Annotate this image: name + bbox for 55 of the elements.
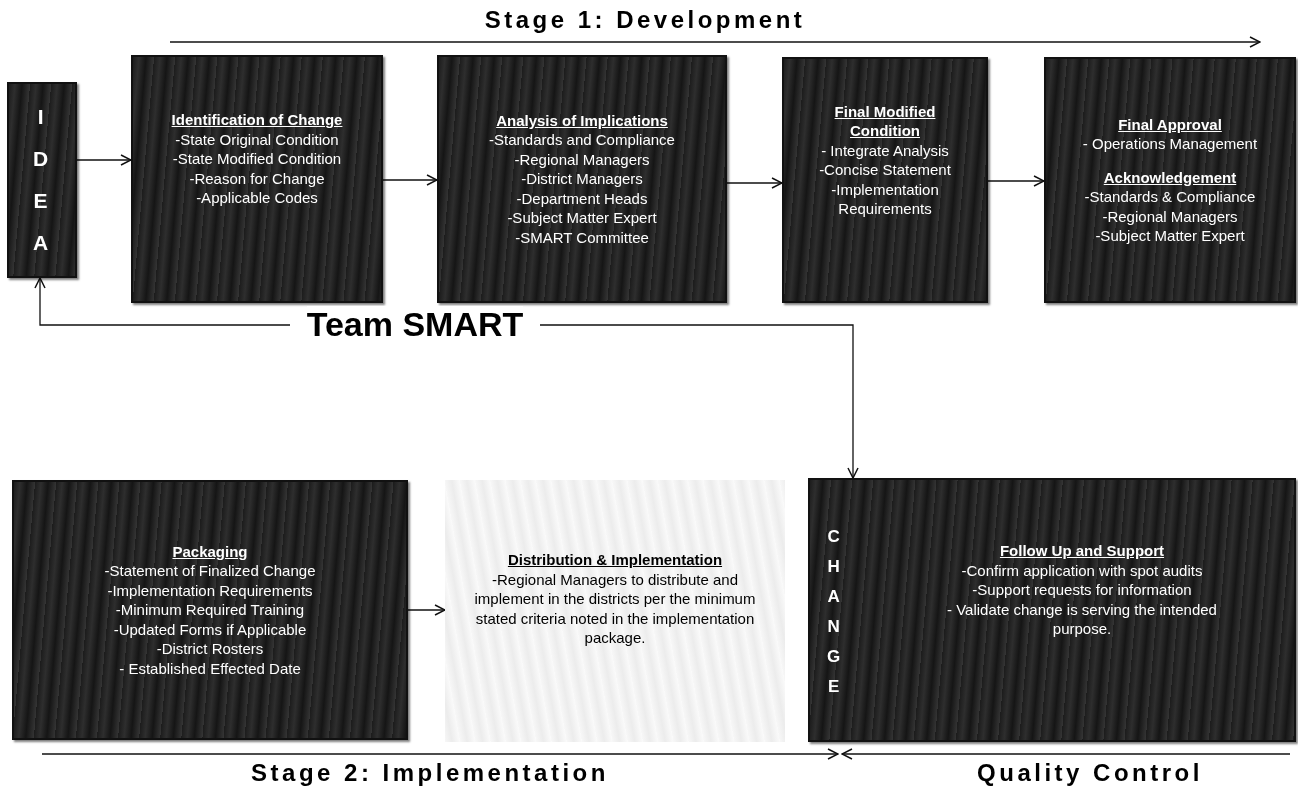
list-item: -Regional Managers to distribute and implement in the districts per the minimum stated criteria noted in the implementation package. — [473, 569, 757, 648]
process-box — [1044, 57, 1296, 303]
vertical-heading: CHANGE — [827, 526, 841, 698]
list-item: -State Modified Condition — [172, 149, 342, 169]
list-item: - Operations Management — [1082, 134, 1258, 154]
box-heading: Distribution & Implementation — [507, 550, 723, 570]
process-box — [808, 478, 1296, 742]
stage-title: Quality Control — [976, 759, 1204, 787]
list-item: -Implementation Requirements — [107, 580, 313, 601]
box-heading: Final Approval — [1118, 114, 1222, 134]
process-box — [131, 55, 383, 303]
list-item: -Applicable Codes — [196, 188, 318, 208]
list-item: -Regional Managers — [514, 149, 650, 170]
list-item: - Validate change is serving the intended purpose. — [946, 599, 1218, 639]
list-item: -Standards and Compliance — [489, 130, 675, 150]
list-item: -SMART Committee — [515, 227, 649, 248]
list-item: - Established Effected Date — [119, 658, 301, 679]
list-item: -Confirm application with spot audits — [961, 560, 1203, 581]
box-heading: Follow Up and Support — [999, 541, 1165, 561]
list-item: -District Managers — [521, 169, 643, 189]
list-item: -District Rosters — [156, 639, 264, 659]
list-item: -Standards & Compliance — [1084, 187, 1256, 207]
stage-title: Stage 1: Development — [483, 6, 807, 34]
list-item: -Reason for Change — [189, 168, 325, 189]
list-item: -Minimum Required Training — [115, 600, 305, 620]
list-item: -Support requests for information — [972, 580, 1192, 600]
process-box — [782, 57, 988, 303]
arrow — [407, 604, 446, 616]
box-heading: Identification of Change — [171, 110, 343, 130]
list-item: -Concise Statement — [819, 160, 951, 180]
box-heading: Acknowledgement — [1103, 167, 1237, 187]
process-box — [12, 480, 408, 740]
list-item: -Department Heads — [516, 188, 648, 209]
list-item: -Subject Matter Expert — [507, 208, 657, 228]
list-item: - Integrate Analysis — [821, 140, 949, 160]
arrow — [76, 154, 132, 166]
list-item: -Statement of Finalized Change — [104, 561, 316, 581]
text-panel — [445, 480, 785, 742]
arrow — [539, 324, 859, 479]
vertical-heading: IDEA — [33, 104, 49, 256]
arrow — [34, 277, 291, 326]
list-item: -Regional Managers — [1102, 206, 1238, 226]
process-box — [437, 55, 727, 303]
list-item: -Updated Forms if Applicable — [113, 619, 307, 640]
process-box — [7, 82, 77, 278]
box-heading: Packaging — [172, 541, 248, 562]
list-item: -Implementation Requirements — [830, 179, 940, 219]
arrow — [726, 177, 783, 189]
stage-title: Stage 2: Implementation — [250, 759, 610, 787]
list-item: -State Original Condition — [175, 129, 339, 150]
box-heading: Analysis of Implications — [496, 110, 668, 131]
arrow — [987, 175, 1045, 187]
arrow — [382, 174, 438, 186]
list-item: -Subject Matter Expert — [1095, 226, 1245, 246]
box-heading: Final Modified Condition — [833, 101, 937, 141]
